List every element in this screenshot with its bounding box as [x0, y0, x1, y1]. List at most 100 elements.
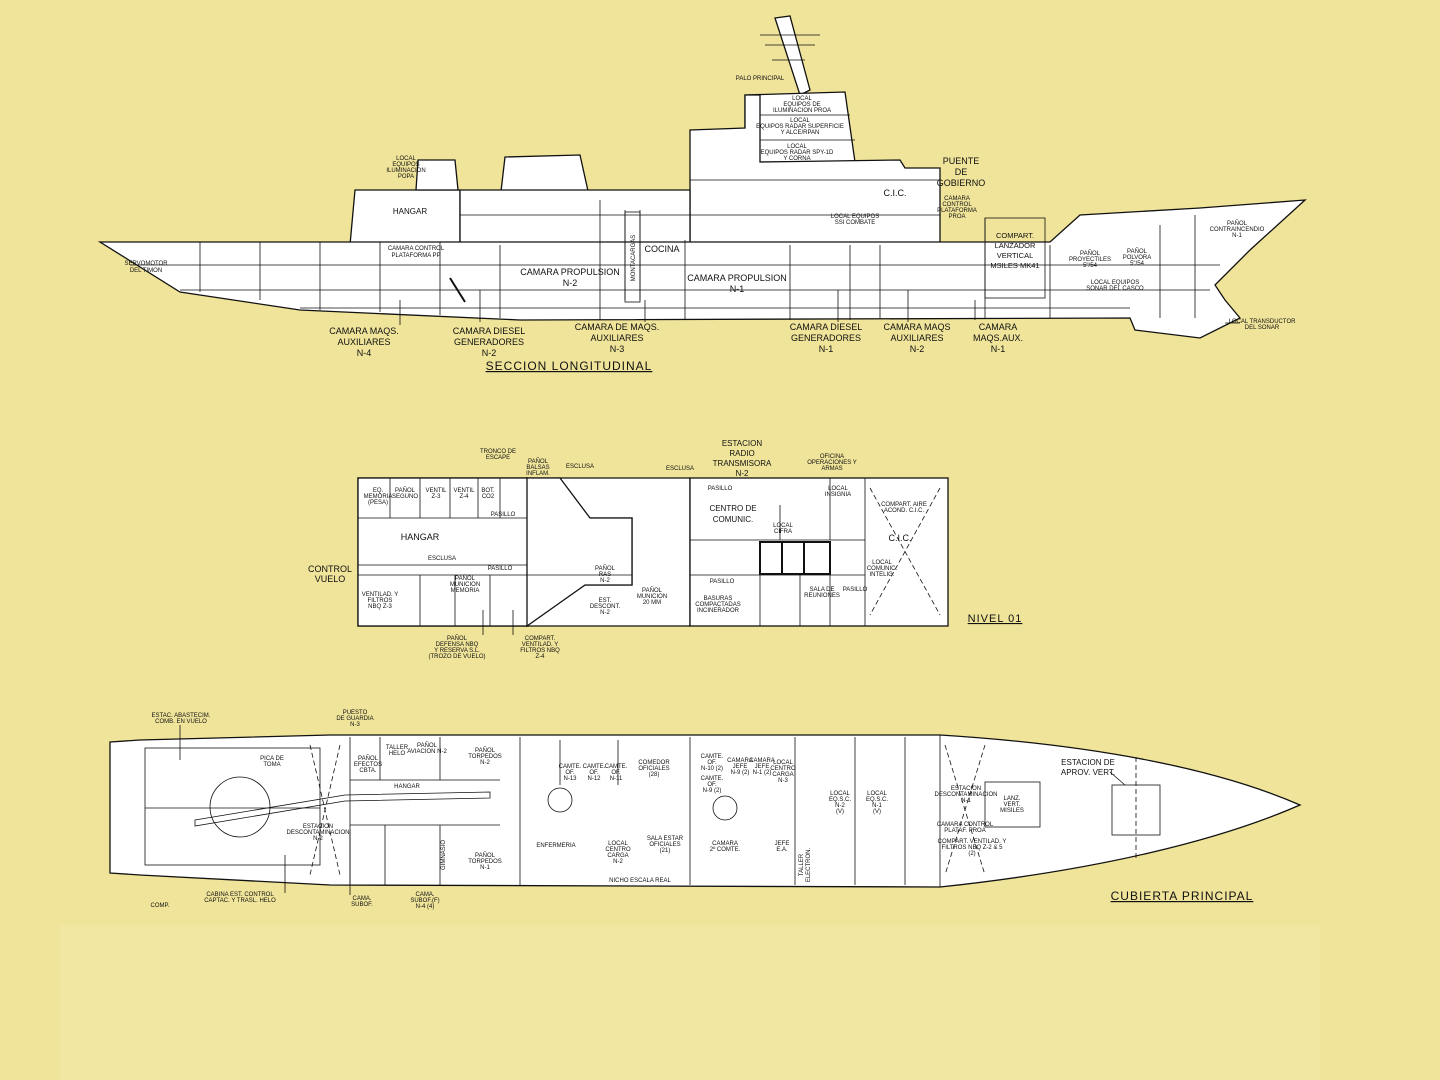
label-aux-n4: AUXILIARES: [337, 337, 390, 347]
label-sala-estar: SALA ESTAR: [647, 836, 684, 842]
label-defensa-nbq: Y RESERVA S.L.: [434, 648, 480, 654]
hull-profile: [97, 199, 1307, 339]
label-radar-sup: LOCAL: [790, 118, 810, 124]
label-radar-spy: EQUIPOS RADAR SPY-1D: [761, 150, 834, 156]
label-ilum-proa: EQUIPOS DE: [783, 102, 820, 108]
label-room: SEGUNO: [392, 494, 418, 500]
label-centro-carga-3: N-3: [778, 778, 788, 784]
label-sonar-casco: LOCAL EQUIPOS: [1091, 280, 1139, 286]
label-camte-10: N-10 (2): [701, 766, 723, 772]
label-camarote: OF.: [565, 770, 575, 776]
label-municion-memoria: MUNICION: [450, 582, 480, 588]
label-hangar-main: HANGAR: [394, 784, 420, 790]
label-centro-carga-2: N-2: [613, 859, 623, 865]
label-ilum-popa: EQUIPOS: [392, 162, 419, 168]
label-camte-10: CAMTE.: [701, 754, 724, 760]
label-puente: GOBIERNO: [937, 178, 986, 188]
label-ilum-proa: LOCAL: [792, 96, 812, 102]
label-torpedos-2: N-2: [480, 760, 490, 766]
label-diesel-n1: CAMARA DIESEL: [790, 322, 863, 332]
label-control-proa: CAMARA: [944, 196, 970, 202]
label-oficina: OPERACIONES Y: [807, 460, 857, 466]
label-esclusa: ESCLUSA: [428, 556, 456, 562]
label-control-proa: CONTROL: [942, 202, 972, 208]
label-room: PAÑOL: [395, 487, 416, 494]
label-puente: DE: [955, 167, 968, 177]
label-cocina: COCINA: [644, 244, 679, 254]
label-municion-memoria: PAÑOL: [455, 575, 476, 582]
mast: [774, 15, 811, 96]
label-balsas: INFLAM.: [526, 471, 550, 477]
label-centro-carga-3: LOCAL: [773, 760, 793, 766]
label-municion-memoria: MEMORIA: [451, 588, 480, 594]
label-aux-n4: N-4: [357, 348, 372, 358]
label-taller-helo: TALLER: [386, 745, 409, 751]
label-polvora: POLVORA: [1123, 255, 1152, 261]
label-radar-sup: Y ALCE/RPAN: [781, 130, 820, 136]
label-aux-n3: N-3: [610, 344, 625, 354]
label-esclusa: ESCLUSA: [666, 466, 694, 472]
deck-plan-nivel-01: HANGAR CONTROL VUELO ESCLUSA PASILLO PAS…: [308, 439, 1021, 660]
label-servomotor: DEL TIMON: [130, 268, 162, 274]
label-polvora: 5"/54: [1130, 261, 1144, 267]
label-estacion-radio: TRANSMISORA: [713, 459, 772, 468]
label-pica-toma: TOMA: [263, 762, 280, 768]
label-control-pp: CAMARA CONTROL: [388, 246, 445, 252]
label-oficina: OFICINA: [820, 454, 844, 460]
label-comunic-intelig: COMUNIC.: [867, 566, 898, 572]
label-camarote: CAMTE.: [559, 764, 582, 770]
label-lanz-misiles: VERT.: [1004, 802, 1021, 808]
label-room: (PESA): [368, 500, 388, 506]
label-diesel-n2: N-2: [482, 348, 497, 358]
label-camara-subof: SUBOF.: [351, 902, 373, 908]
label-ilum-proa: ILUMINACION PROA: [773, 108, 831, 114]
label-basuras: BASURAS: [704, 596, 733, 602]
label-cifra: CIFRA: [774, 529, 792, 535]
label-room: Z-4: [460, 494, 470, 500]
label-torpedos-2: TORPEDOS: [468, 754, 502, 760]
deck-plan-cubierta-principal: ESTAC. ABASTECIM. COMB. EN VUELO PUESTO …: [109, 710, 1302, 910]
label-oficina: ARMAS: [821, 466, 842, 472]
label-servomotor: SERVOMOTOR: [124, 261, 168, 267]
label-mk41: COMPART.: [996, 231, 1034, 240]
label-panol-efectos: CBTA.: [359, 768, 377, 774]
label-estac-abastec: COMB. EN VUELO: [155, 719, 207, 725]
label-camarote: N-12: [587, 776, 601, 782]
label-descont-1: ESTACION: [951, 786, 981, 792]
label-eqsc-1: LOCAL: [867, 791, 887, 797]
label-camara-subof-2: SUBOF.(F): [410, 898, 439, 904]
label-jefe-9: CAMARA: [727, 758, 753, 764]
label-esclusa: ESCLUSA: [566, 464, 594, 470]
label-diesel-n1: N-1: [819, 344, 834, 354]
label-eqsc-2: LOCAL: [830, 791, 850, 797]
label-puesto-guardia: N-3: [350, 722, 360, 728]
label-descontaminacion: N-2: [313, 836, 323, 842]
label-room: VENTIL: [453, 488, 475, 494]
label-aprov-vert: APROV. VERT.: [1061, 768, 1115, 777]
label-jefe-ea: JEFE: [775, 841, 790, 847]
label-transductor: DEL SONAR: [1245, 325, 1280, 331]
label-ilum-popa: LOCAL: [396, 156, 416, 162]
label-eqsc-2: (V): [836, 809, 844, 815]
label-jefe-9: JEFE: [733, 764, 748, 770]
label-balsas: BALSAS: [526, 465, 549, 471]
label-defensa-nbq: (TROZO DE VUELO): [428, 654, 485, 660]
label-eqsc-2: N-2: [835, 803, 845, 809]
label-puente: PUENTE: [943, 156, 980, 166]
label-sonar-casco: SONAR DEL CASCO: [1086, 286, 1144, 292]
label-room: MEMORIA: [364, 494, 393, 500]
label-ventil-nbq: FILTROS NBQ Z-2 & 5: [942, 845, 1004, 851]
label-propulsion-2: N-2: [563, 278, 578, 288]
label-diesel-n1: GENERADORES: [791, 333, 861, 343]
label-diesel-n2: GENERADORES: [454, 337, 524, 347]
label-puesto-guardia: DE GUARDIA: [336, 716, 373, 722]
label-centro-carga-3: CENTRO: [770, 766, 796, 772]
label-comedor: COMEDOR: [638, 760, 670, 766]
label-palo-principal: PALO PRINCIPAL: [736, 76, 785, 82]
label-proyectiles: 5"/54: [1083, 263, 1097, 269]
label-panol-aviacion: PAÑOL: [417, 742, 438, 749]
label-tronco: ESCAPE: [486, 455, 510, 461]
label-camara-comte: 2º COMTE.: [710, 846, 741, 853]
